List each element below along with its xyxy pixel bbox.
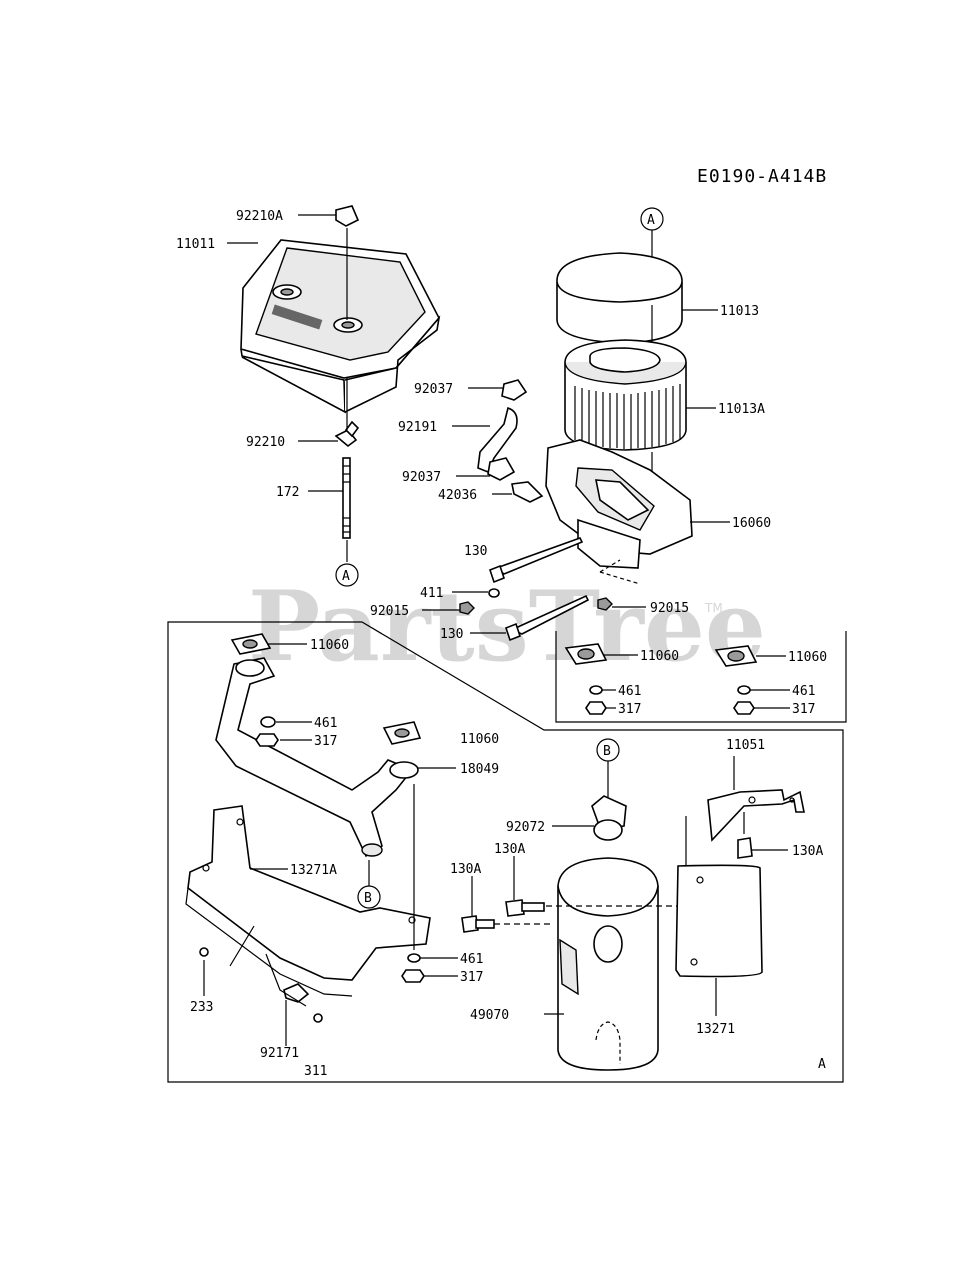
label-11060-inset-right: 11060 — [788, 650, 827, 665]
label-92037-top: 92037 — [414, 382, 453, 397]
ref-circle-a-stud — [335, 563, 359, 587]
label-130-lower: 130 — [440, 627, 463, 642]
gasket-11060-inset-left — [564, 643, 608, 665]
label-92210: 92210 — [246, 435, 285, 450]
washer-461-pipe — [260, 716, 276, 728]
label-411: 411 — [420, 586, 443, 601]
washer-411 — [488, 588, 500, 598]
stud-172 — [342, 457, 351, 539]
label-461-inset-right: 461 — [792, 684, 815, 699]
label-461-pipe: 461 — [314, 716, 337, 731]
nut-317-inset-right — [733, 701, 755, 715]
watermark-trademark: TM — [704, 601, 723, 615]
nut-317-pipe — [255, 733, 279, 747]
nut-317-inset-left — [585, 701, 607, 715]
clamp-92037-top — [501, 379, 528, 401]
section-a-marker: A — [818, 1057, 826, 1072]
bolt-130-lower — [505, 594, 590, 642]
hose-92191 — [477, 406, 518, 474]
muffler-49070 — [557, 857, 659, 1071]
washer-461-inset-left — [589, 685, 603, 695]
bolt-130a-muffler-side — [461, 915, 495, 933]
muffler-clamp-92072 — [591, 795, 627, 841]
air-cleaner-cover — [240, 239, 441, 414]
label-13271: 13271 — [696, 1022, 735, 1037]
label-13271a: 13271A — [290, 863, 337, 878]
label-11013: 11013 — [720, 304, 759, 319]
label-16060: 16060 — [732, 516, 771, 531]
label-317-pipe: 317 — [314, 734, 337, 749]
heat-shield-13271a — [185, 805, 431, 997]
ref-b-pipe-label: B — [364, 891, 372, 906]
wing-nut-92210 — [334, 420, 360, 448]
bolt-130a-muffler-top — [505, 899, 545, 917]
leader-lines — [203, 214, 790, 1046]
part-labels: 92210A 11011 92210 172 11013 11013A 9203… — [176, 209, 827, 1079]
ref-a-filter-label: A — [647, 213, 655, 228]
bolt-233 — [199, 947, 209, 957]
washer-461-inset-right — [737, 685, 751, 695]
label-49070: 49070 — [470, 1008, 509, 1023]
lower-exhaust-box — [167, 621, 844, 1083]
nut-317-shield — [401, 969, 425, 983]
diagram-code: E0190-A414B — [697, 166, 827, 187]
label-461-shield: 461 — [460, 952, 483, 967]
nut-311 — [313, 1013, 323, 1023]
label-11051: 11051 — [726, 738, 765, 753]
label-130a-bracket: 130A — [792, 844, 823, 859]
nut-92015-left — [459, 601, 475, 615]
label-172: 172 — [276, 485, 299, 500]
gasket-11060-pipe-right — [382, 721, 422, 745]
label-233: 233 — [190, 1000, 213, 1015]
label-92171: 92171 — [260, 1046, 299, 1061]
label-11060-pipe-right: 11060 — [460, 732, 499, 747]
label-18049: 18049 — [460, 762, 499, 777]
label-317-shield: 317 — [460, 970, 483, 985]
label-11013a: 11013A — [718, 402, 765, 417]
label-311: 311 — [304, 1064, 327, 1079]
watermark: PartsTree — [248, 570, 766, 683]
label-92037-bottom: 92037 — [402, 470, 441, 485]
air-filter-element-11013a — [564, 339, 687, 451]
label-92015-right: 92015 — [650, 601, 689, 616]
washer-461-shield — [407, 953, 421, 963]
knob-92210a — [335, 205, 360, 227]
bolt-130a-bracket — [737, 837, 753, 859]
air-cleaner-base-16060 — [545, 439, 693, 569]
label-92015-left: 92015 — [370, 604, 409, 619]
label-317-inset-left: 317 — [618, 702, 641, 717]
label-11060-pipe-top: 11060 — [310, 638, 349, 653]
ref-b-muffler-label: B — [603, 744, 611, 759]
gasket-11060-inset-right — [714, 645, 758, 667]
clamp-92037-bottom — [487, 457, 516, 481]
bracket-92171 — [283, 983, 310, 1003]
label-92210a: 92210A — [236, 209, 283, 224]
label-92072: 92072 — [506, 820, 545, 835]
label-92191: 92191 — [398, 420, 437, 435]
nut-92015-right — [597, 597, 613, 611]
gasket-11060-pipe-top — [230, 633, 272, 655]
breather-42036 — [511, 481, 544, 503]
plate-13271 — [675, 864, 763, 978]
label-317-inset-right: 317 — [792, 702, 815, 717]
ref-a-stud-label: A — [342, 569, 350, 584]
exhaust-pipe-18049 — [215, 657, 419, 858]
label-11060-inset-left: 11060 — [640, 649, 679, 664]
label-130-upper: 130 — [464, 544, 487, 559]
pre-cleaner-11013 — [556, 252, 683, 344]
label-461-inset-left: 461 — [618, 684, 641, 699]
bolt-130-upper — [489, 537, 584, 584]
label-130a-top: 130A — [494, 842, 525, 857]
label-130a-side: 130A — [450, 862, 481, 877]
inset-box-gaskets — [555, 631, 847, 723]
label-42036: 42036 — [438, 488, 477, 503]
label-11011: 11011 — [176, 237, 215, 252]
bracket-11051 — [707, 789, 805, 842]
